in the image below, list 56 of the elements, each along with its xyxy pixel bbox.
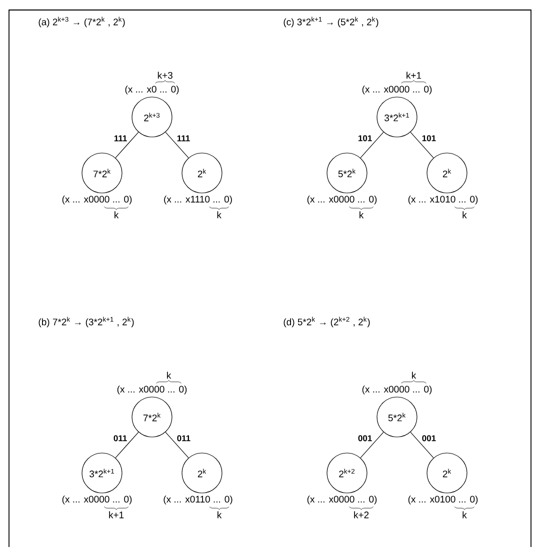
circle-node: 2$^{k}$ bbox=[426, 152, 468, 194]
brace-label: k bbox=[114, 211, 119, 218]
brace-label: k bbox=[218, 511, 222, 518]
brace-label: k bbox=[217, 211, 222, 218]
panel-title: (d) 5*2$^{k}$ → (2$^{k+2}$ , 2$^{k}$) bbox=[284, 316, 370, 328]
edge-label: 011 bbox=[114, 435, 127, 442]
bit-string: (x ... x0000 ... 0) bbox=[362, 386, 432, 394]
circle-node: 2$^{k}$ bbox=[182, 452, 222, 494]
bit-string: (x ... x0100 ... 0) bbox=[408, 496, 478, 504]
circle-node: 2$^{k}$ bbox=[426, 452, 468, 494]
bit-string: (x ... x0000 ... 0) bbox=[62, 196, 132, 204]
brace-label: k bbox=[167, 372, 172, 379]
brace-label: k bbox=[462, 511, 467, 518]
circle-node: 3*2$^{k+1}$ bbox=[376, 96, 418, 138]
bit-string: (x ... x0 ... 0) bbox=[125, 86, 179, 94]
edge-label: 101 bbox=[422, 135, 436, 142]
panel-title: (a) 2$^{k+3}$ → (7*2$^{k}$ , 2$^{k}$) bbox=[38, 16, 125, 28]
brace-label: k+1 bbox=[109, 511, 124, 518]
connector bbox=[115, 132, 139, 158]
edge-label: 001 bbox=[422, 435, 436, 442]
circle-node: 2$^{k}$ bbox=[182, 152, 222, 194]
circle-node: 7*2$^{k}$ bbox=[132, 396, 172, 438]
brace-label: k+1 bbox=[406, 72, 422, 79]
brace-label: k bbox=[360, 211, 364, 218]
bit-string: (x ... x1010 ... 0) bbox=[408, 196, 478, 204]
connector bbox=[410, 432, 434, 458]
connector bbox=[115, 432, 139, 458]
circle-node: 5*2$^{k}$ bbox=[326, 152, 368, 194]
brace-label: k bbox=[462, 211, 467, 218]
connector bbox=[410, 132, 434, 158]
bit-string: (x ... x0000 ... 0) bbox=[117, 386, 187, 394]
edge-label: 111 bbox=[177, 135, 190, 142]
bit-string: (x ... x1110 ... 0) bbox=[164, 196, 232, 204]
brace-label: k+3 bbox=[158, 72, 172, 79]
connector bbox=[360, 132, 384, 158]
circle-node: 7*2$^{k}$ bbox=[82, 152, 122, 194]
edge-label: 011 bbox=[177, 435, 190, 442]
edge-label: 111 bbox=[114, 135, 127, 142]
panel-title: (b) 7*2$^{k}$ → (3*2$^{k+1}$ , 2$^{k}$) bbox=[38, 316, 134, 328]
bit-string: (x ... x0000 ... 0) bbox=[307, 196, 377, 204]
bit-string: (x ... x0110 ... 0) bbox=[164, 496, 232, 504]
connector bbox=[360, 432, 384, 458]
bit-string: (x ... x0000 ... 0) bbox=[307, 496, 377, 504]
bit-string: (x ... x0000 ... 0) bbox=[62, 496, 132, 504]
brace-label: k+2 bbox=[354, 511, 369, 518]
edge-label: 101 bbox=[358, 135, 372, 142]
circle-node: 2$^{k+3}$ bbox=[132, 96, 172, 138]
circle-node: 5*2$^{k}$ bbox=[376, 396, 418, 438]
connector bbox=[165, 432, 189, 458]
bit-string: (x ... x0000 ... 0) bbox=[362, 86, 432, 94]
connector bbox=[165, 132, 189, 158]
brace-label: k bbox=[412, 372, 416, 379]
circle-node: 3*2$^{k+1}$ bbox=[82, 452, 122, 494]
circle-node: 2$^{k+2}$ bbox=[326, 452, 368, 494]
edge-label: 001 bbox=[358, 435, 372, 442]
panel-title: (c) 3*2$^{k+1}$ → (5*2$^{k}$ , 2$^{k}$) bbox=[284, 16, 378, 28]
